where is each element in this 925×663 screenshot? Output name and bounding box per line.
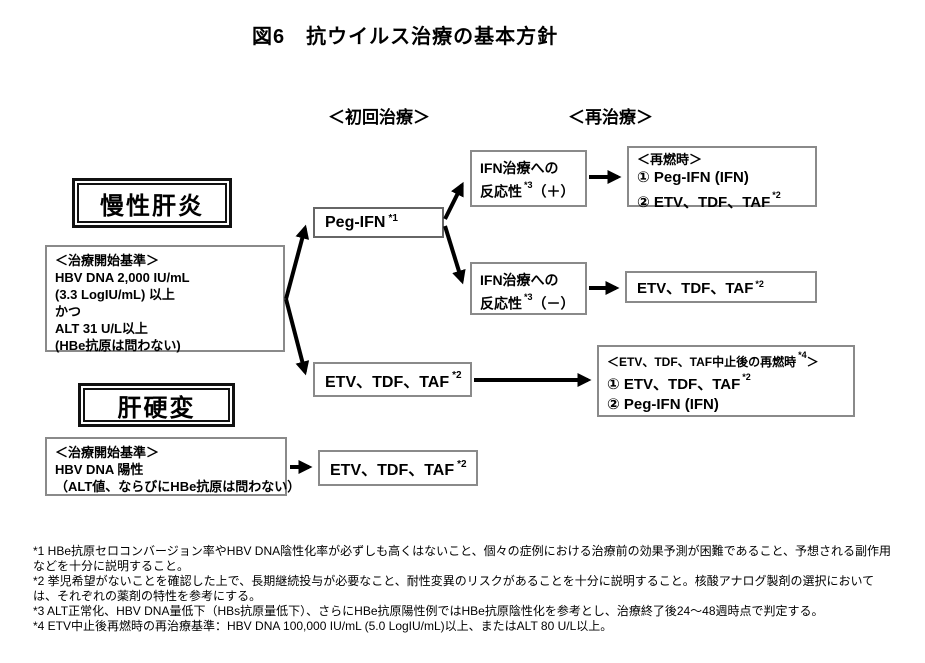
- footnote-ref-2: *2: [772, 190, 781, 200]
- ifn-response-line2: 反応性*3（＋）: [480, 178, 577, 202]
- node-etv-after-negative: ETV、TDF、TAF *2: [625, 271, 817, 303]
- node-etv-stop-relapse: ＜ETV、TDF、TAF中止後の再燃時*4＞ ① ETV、TDF、TAF*2 ②…: [597, 345, 855, 417]
- footnote-4: *4 ETV中止後再燃時の再治療基準：HBV DNA 100,000 IU/mL…: [33, 619, 613, 633]
- node-chronic-hepatitis: 慢性肝炎: [72, 178, 232, 228]
- relapse-option-2: ② ETV、TDF、TAF*2: [637, 188, 807, 213]
- arrow-criteria-to-pegifn: [284, 224, 310, 300]
- ifn-response-word: 反応性: [480, 295, 522, 312]
- ifn-response-sign-negative: （－）: [532, 295, 575, 312]
- etv-stop-relapse-option-1: ① ETV、TDF、TAF*2: [607, 370, 845, 395]
- ifn-response-word: 反応性: [480, 183, 522, 200]
- node-relapse-options: ＜再燃時＞ ① Peg-IFN (IFN) ② ETV、TDF、TAF*2: [627, 146, 817, 211]
- etv-stop-relapse-heading-close: ＞: [806, 355, 819, 369]
- relapse-heading: ＜再燃時＞: [637, 152, 703, 167]
- criteria-line: HBV DNA 2,000 IU/mL: [55, 270, 190, 285]
- footnote-ref-4: *4: [798, 350, 807, 360]
- footnote-ref-2: *2: [452, 370, 462, 381]
- criteria-heading: ＜治療開始基準＞: [55, 445, 160, 460]
- ifn-response-line1: IFN治療への: [480, 160, 559, 176]
- node-etv-cirrhosis: ETV、TDF、TAF *2: [318, 450, 478, 486]
- figure-title: 図6 抗ウイルス治療の基本方針: [252, 26, 559, 48]
- etv-stop-relapse-heading: ＜ETV、TDF、TAF中止後の再燃時*4＞: [607, 350, 845, 370]
- column-header-initial-treatment: ＜初回治療＞: [328, 108, 430, 127]
- node-cirrhosis-label: 肝硬変: [83, 388, 230, 422]
- node-chronic-criteria: ＜治療開始基準＞ HBV DNA 2,000 IU/mL (3.3 LogIU/…: [45, 245, 285, 353]
- ifn-response-line2: 反応性*3（－）: [480, 290, 577, 314]
- footnotes: *1 HBe抗原セロコンバージョン率やHBV DNA陰性化率が必ずしも高くはない…: [33, 544, 895, 634]
- footnote-1: *1 HBe抗原セロコンバージョン率やHBV DNA陰性化率が必ずしも高くはない…: [33, 544, 892, 573]
- node-ifn-response-negative: IFN治療への 反応性*3（－）: [470, 262, 587, 315]
- node-cirrhosis-criteria: ＜治療開始基準＞ HBV DNA 陽性 （ALT値、ならびにHBe抗原は問わない…: [45, 437, 301, 496]
- criteria-line: かつ: [55, 304, 82, 319]
- column-header-retreatment: ＜再治療＞: [568, 108, 653, 127]
- footnote-ref-2: *2: [755, 279, 764, 289]
- footnote-3: *3 ALT正常化、HBV DNA量低下（HBs抗原量低下）、さらにHBe抗原陽…: [33, 604, 824, 618]
- criteria-line: (3.3 LogIU/mL) 以上: [55, 287, 175, 302]
- node-peg-ifn: Peg-IFN *1: [313, 207, 444, 238]
- relapse-option-2-label: ② ETV、TDF、TAF: [637, 194, 771, 211]
- etv-stop-relapse-heading-text: ＜ETV、TDF、TAF中止後の再燃時: [607, 355, 797, 369]
- footnote-2: *2 挙児希望がないことを確認した上で、長期継続投与が必要なこと、耐性変異のリス…: [33, 574, 875, 603]
- node-chronic-hepatitis-label: 慢性肝炎: [77, 183, 227, 223]
- criteria-line: ALT 31 U/L以上: [55, 321, 148, 336]
- node-etv-initial: ETV、TDF、TAF *2: [313, 362, 472, 397]
- node-etv-cirrhosis-label: ETV、TDF、TAF: [330, 462, 455, 479]
- footnote-ref-2: *2: [457, 458, 467, 470]
- criteria-heading: ＜治療開始基準＞: [55, 253, 160, 268]
- node-etv-initial-label: ETV、TDF、TAF: [325, 373, 450, 391]
- node-peg-ifn-label: Peg-IFN: [325, 213, 386, 231]
- ifn-response-line1: IFN治療への: [480, 272, 559, 288]
- criteria-line: （ALT値、ならびにHBe抗原は問わない）: [55, 479, 301, 494]
- etv-stop-relapse-option-1-label: ① ETV、TDF、TAF: [607, 376, 741, 393]
- footnote-ref-1: *1: [388, 213, 398, 224]
- footnote-ref-2: *2: [742, 372, 751, 382]
- criteria-line: (HBe抗原は問わない): [55, 338, 181, 353]
- relapse-option-1: ① Peg-IFN (IFN): [637, 169, 749, 186]
- etv-stop-relapse-option-2: ② Peg-IFN (IFN): [607, 396, 719, 413]
- ifn-response-sign-positive: （＋）: [532, 183, 575, 200]
- arrow-pegifn-to-ifn-negative: [443, 225, 466, 285]
- node-cirrhosis: 肝硬変: [78, 383, 235, 427]
- node-etv-after-negative-label: ETV、TDF、TAF: [637, 279, 754, 297]
- criteria-line: HBV DNA 陽性: [55, 462, 144, 477]
- arrow-pegifn-to-ifn-positive: [443, 181, 464, 220]
- node-ifn-response-positive: IFN治療への 反応性*3（＋）: [470, 150, 587, 207]
- footnote-ref-3: *3: [524, 292, 533, 302]
- arrow-criteria-to-etv: [284, 298, 310, 376]
- footnote-ref-3: *3: [524, 180, 533, 190]
